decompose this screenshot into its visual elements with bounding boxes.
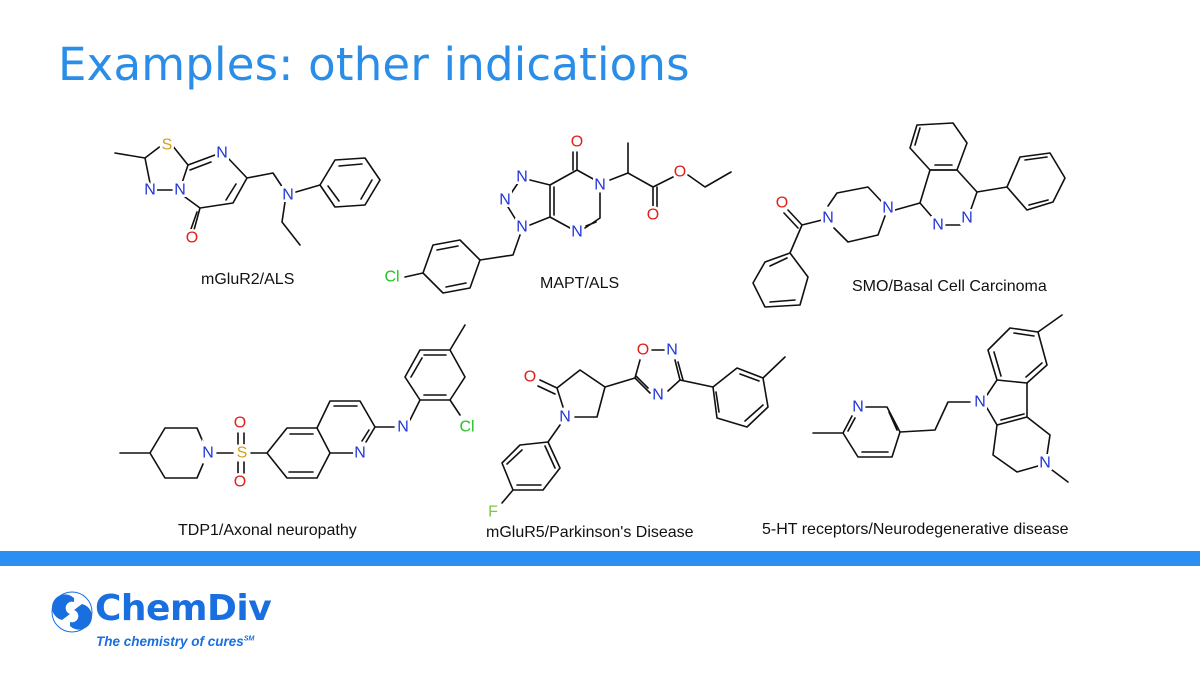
atom-label-n: N bbox=[652, 387, 664, 404]
atom-label-n: N bbox=[282, 187, 294, 204]
atom-label-n: N bbox=[852, 399, 864, 416]
caption-mapt: MAPT/ALS bbox=[540, 275, 620, 292]
caption-mglur5: mGluR5/Parkinson's Disease bbox=[486, 524, 694, 541]
logo-tagline: The chemistry of curesSM bbox=[96, 634, 254, 649]
atom-label-n: N bbox=[174, 182, 186, 199]
caption-5ht: 5-HT receptors/Neurodegenerative disease bbox=[762, 521, 1069, 538]
caption-smo: SMO/Basal Cell Carcinoma bbox=[852, 278, 1047, 295]
caption-mglur2: mGluR2/ALS bbox=[201, 271, 295, 288]
atom-label-s: S bbox=[237, 445, 248, 462]
slide-title: Examples: other indications bbox=[58, 38, 690, 91]
atom-label-n: N bbox=[202, 445, 214, 462]
atom-label-n: N bbox=[516, 219, 528, 236]
atom-label-o: O bbox=[776, 195, 788, 212]
atom-label-n: N bbox=[974, 394, 986, 411]
atom-label-n: N bbox=[516, 169, 528, 186]
footer-bar bbox=[0, 551, 1200, 566]
molecule-mapt bbox=[404, 142, 732, 294]
atom-label-n: N bbox=[932, 217, 944, 234]
atom-label-n: N bbox=[354, 445, 366, 462]
atom-label-cl: Cl bbox=[384, 269, 399, 286]
caption-tdp1: TDP1/Axonal neuropathy bbox=[178, 522, 357, 539]
atom-label-o: O bbox=[234, 474, 246, 491]
atom-label-o: O bbox=[186, 230, 198, 247]
atom-label-n: N bbox=[1039, 455, 1051, 472]
atom-label-n: N bbox=[144, 182, 156, 199]
molecule-tdp1 bbox=[119, 324, 466, 479]
atom-label-o: O bbox=[524, 369, 536, 386]
atom-label-o: O bbox=[674, 164, 686, 181]
atom-label-o: O bbox=[571, 134, 583, 151]
atom-label-s: S bbox=[162, 137, 173, 154]
service-mark: SM bbox=[243, 635, 255, 643]
atom-label-n: N bbox=[559, 409, 571, 426]
atom-label-n: N bbox=[961, 210, 973, 227]
tagline-text: The chemistry of cures bbox=[96, 634, 244, 649]
atom-label-cl: Cl bbox=[459, 419, 474, 436]
atom-label-n: N bbox=[499, 192, 511, 209]
atom-label-f: F bbox=[488, 504, 498, 521]
atom-label-o: O bbox=[234, 415, 246, 432]
molecule-mglur2 bbox=[114, 144, 381, 246]
atom-label-n: N bbox=[571, 224, 583, 241]
atom-label-n: N bbox=[216, 145, 228, 162]
logo-wordmark: ChemDiv bbox=[95, 588, 272, 629]
atom-label-n: N bbox=[397, 419, 409, 436]
atom-label-n: N bbox=[882, 200, 894, 217]
atom-label-o: O bbox=[637, 342, 649, 359]
molecule-5ht bbox=[812, 314, 1069, 483]
molecule-smo bbox=[752, 122, 1066, 308]
molecule-mglur5 bbox=[501, 349, 786, 504]
atom-label-n: N bbox=[666, 342, 678, 359]
atom-label-n: N bbox=[822, 210, 834, 227]
atom-label-n: N bbox=[594, 177, 606, 194]
chemdiv-logo-mark-icon bbox=[51, 591, 93, 633]
atom-label-o: O bbox=[647, 207, 659, 224]
